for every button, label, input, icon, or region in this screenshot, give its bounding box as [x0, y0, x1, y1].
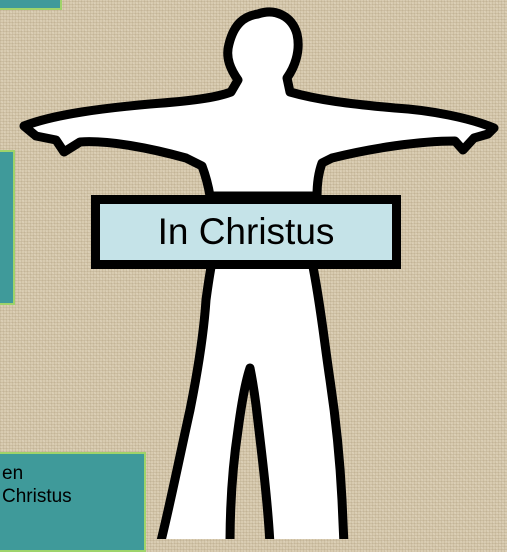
figure-lower-outline — [160, 262, 344, 539]
figure-outline — [24, 12, 494, 196]
human-figure-silhouette — [0, 0, 507, 539]
in-christus-label: In Christus — [91, 195, 401, 269]
